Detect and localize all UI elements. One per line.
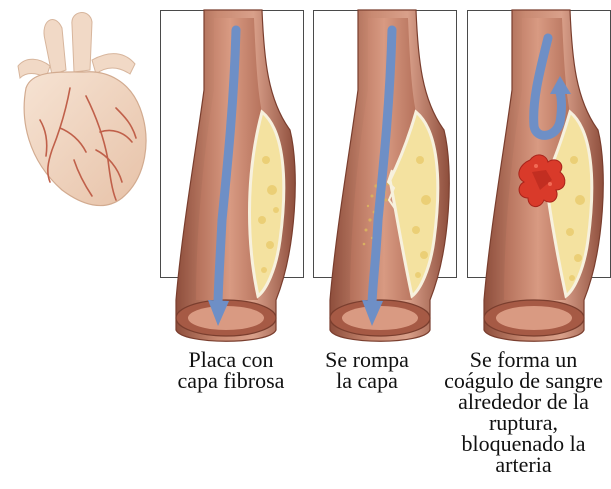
caption-plaque-with-cap: Placa con capa fibrosa bbox=[158, 349, 304, 391]
caption-cap-ruptures: Se rompa la capa bbox=[312, 349, 422, 391]
panel-cap-ruptures bbox=[314, 10, 457, 341]
heart-illustration bbox=[18, 13, 146, 206]
caption-clot-forms: Se forma un coágulo de sangre alrededor … bbox=[436, 349, 611, 475]
panel-clot-forms bbox=[468, 10, 611, 341]
panel-plaque-with-cap bbox=[161, 10, 304, 341]
